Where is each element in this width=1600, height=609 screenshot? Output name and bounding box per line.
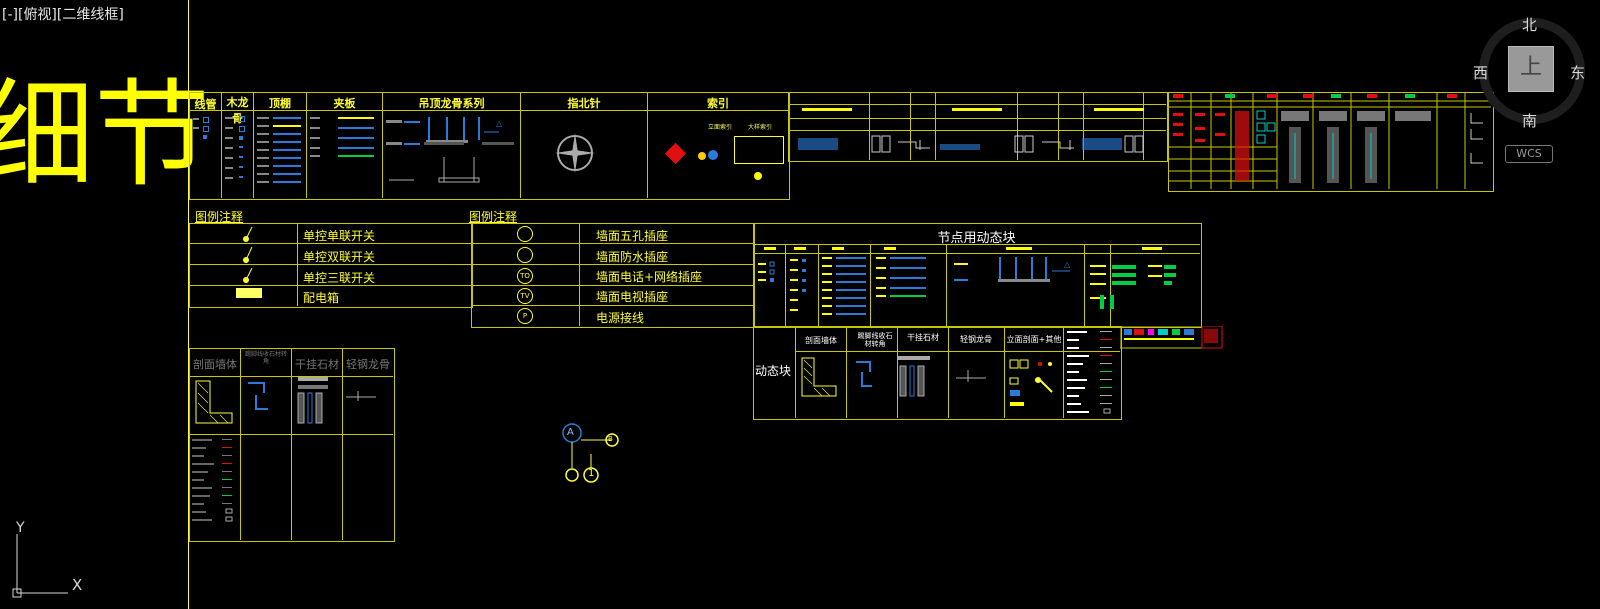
- ceiling-legend-graphic: [257, 115, 303, 193]
- dynamic-block-header-section-wall: 剖面墙体: [805, 336, 837, 345]
- header-conduit: 线管: [194, 98, 217, 111]
- left-block-header-section-wall: 剖面墙体: [193, 358, 237, 371]
- five-hole-socket-icon: [517, 226, 533, 242]
- left-block-header-skirting: 踢脚线收石材转角: [244, 351, 287, 365]
- dynamic-block-header-dry-hang-stone: 干挂石材: [907, 333, 939, 342]
- viewport-separator-line: [188, 0, 189, 609]
- node-detail-graphics: [798, 108, 1144, 153]
- legend1-row-distribution-box: 配电箱: [303, 291, 340, 305]
- viewcube-ring[interactable]: [1479, 18, 1585, 124]
- header-north-arrow: 指北针: [567, 97, 601, 110]
- legend1-row-single-switch: 单控单联开关: [303, 229, 376, 243]
- axis-marker-label-a: A: [567, 427, 574, 438]
- left-block-header-dry-hang-stone: 干挂石材: [295, 358, 339, 371]
- viewcube-south[interactable]: 南: [1522, 112, 1538, 130]
- legend2-table: [471, 223, 755, 328]
- legend1-row-double-switch: 单控双联开关: [303, 250, 376, 264]
- waterproof-socket-icon: [517, 247, 533, 263]
- color-legend-strip: [1120, 326, 1223, 349]
- ceiling-keel-series-graphic: △: [386, 117, 514, 183]
- dynamic-block-header-light-steel-keel: 轻钢龙骨: [960, 335, 992, 344]
- node-detail-table: [788, 92, 1168, 162]
- svg-text:△: △: [496, 119, 503, 128]
- left-block-header-light-steel-keel: 轻钢龙骨: [346, 358, 390, 371]
- legend2-row-five-hole: 墙面五孔插座: [596, 229, 669, 243]
- viewcube-east[interactable]: 东: [1570, 64, 1586, 82]
- switch-symbol-icons: [236, 226, 262, 298]
- conduit-legend-graphic: [193, 115, 219, 145]
- axis-grid-marker: [562, 423, 619, 483]
- material-legend-graphics: [1169, 93, 1491, 189]
- plywood-legend-graphic: [310, 115, 380, 165]
- axis-marker-label-1: 1: [588, 468, 595, 479]
- north-arrow-symbol: [555, 133, 595, 173]
- dynamic-block-header-elevation-other: 立面剖面+其他: [1006, 335, 1062, 344]
- header-ceiling-keel-series: 吊顶龙骨系列: [418, 97, 485, 110]
- material-legend-table: [1168, 92, 1494, 192]
- header-plywood: 夹板: [333, 97, 356, 110]
- dynamic-nodes-table: [753, 223, 1202, 328]
- ucs-icon: [12, 534, 68, 598]
- dynamic-nodes-title: 节点用动态块: [937, 231, 1016, 246]
- svg-text:△: △: [1064, 260, 1071, 269]
- dynamic-block-header-skirting: 踢脚线收石材转角: [857, 332, 893, 348]
- dynamic-nodes-graphics: △: [758, 247, 1176, 315]
- section-wall-table: [189, 348, 395, 542]
- big-title-text: 细节: [0, 68, 210, 203]
- legend2-row-power: 电源接线: [596, 311, 645, 325]
- wood-keel-legend-graphic: [225, 115, 251, 190]
- legend1-title: 图例注释: [195, 210, 244, 224]
- ucs-x-label: X: [72, 576, 83, 594]
- dynamic-block-label: 动态块: [755, 364, 792, 378]
- dynamic-block-graphics: [801, 356, 1053, 406]
- viewcube-top-face[interactable]: 上: [1508, 46, 1554, 92]
- section-wall-graphics: [195, 377, 376, 424]
- header-ceiling: 顶棚: [269, 97, 291, 110]
- legend2-row-tv: 墙面电视插座: [596, 290, 669, 304]
- power-connection-icon: P: [517, 308, 533, 324]
- tv-socket-icon: TV: [517, 288, 533, 304]
- axis-marker-label-b: B: [608, 435, 613, 443]
- viewcube-north[interactable]: 北: [1522, 16, 1538, 34]
- legend2-title: 图例注释: [469, 210, 518, 224]
- legend2-row-waterproof: 墙面防水插座: [596, 250, 669, 264]
- dynamic-block-table: [753, 326, 1122, 420]
- legend-table: [189, 92, 790, 200]
- viewport-label[interactable]: [-][俯视][二维线框]: [2, 7, 124, 23]
- legend2-row-phone-network: 墙面电话+网络插座: [596, 270, 703, 284]
- viewcube-west[interactable]: 西: [1473, 64, 1489, 82]
- ucs-y-label: Y: [16, 520, 25, 536]
- legend1-row-triple-switch: 单控三联开关: [303, 271, 376, 285]
- header-index: 索引: [707, 97, 729, 110]
- index-legend-graphic: 立面索引 大样索引: [664, 118, 786, 188]
- section-wall-material-list: [192, 439, 233, 522]
- dynamic-block-material-list: [1067, 331, 1112, 414]
- legend1-table: [189, 223, 473, 308]
- phone-network-socket-icon: TO: [517, 268, 533, 284]
- wcs-dropdown[interactable]: WCS: [1505, 145, 1553, 163]
- header-wood-keel: 木龙骨: [226, 96, 249, 125]
